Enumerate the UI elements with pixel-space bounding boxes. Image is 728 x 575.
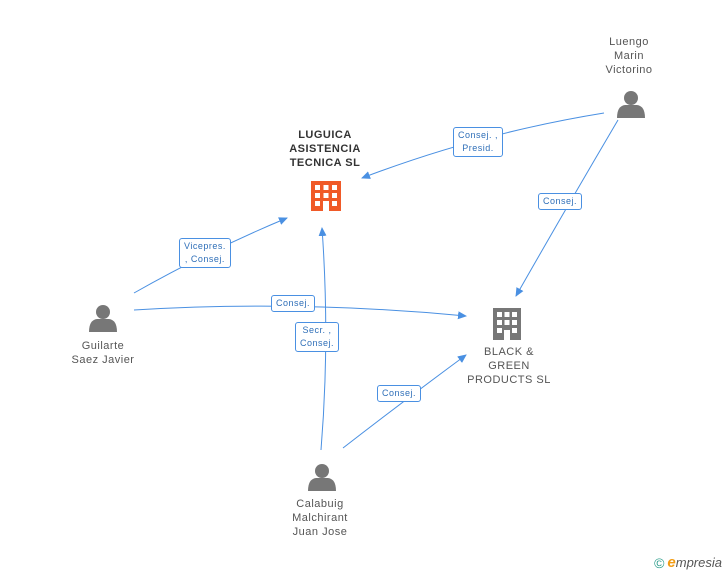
edge-label-luengo-black-green[interactable]: Consej. — [538, 193, 583, 210]
edge-label-guilarte-luguica[interactable]: Vicepres. , Consej. — [179, 238, 231, 268]
edge-label-luengo-luguica[interactable]: Consej. , Presid. — [453, 127, 504, 157]
edge-label-calabuig-luguica[interactable]: Secr. , Consej. — [295, 322, 340, 352]
person-name-luengo[interactable]: Luengo Marin Victorino — [605, 36, 653, 76]
person-name-calabuig[interactable]: Calabuig Malchirant Juan Jose — [292, 498, 348, 538]
copyright-icon: © — [654, 554, 665, 571]
brand-name: mpresia — [675, 555, 722, 570]
person-icon[interactable] — [617, 91, 645, 118]
person-icon[interactable] — [308, 464, 336, 491]
brand-logo: © empresia — [654, 554, 722, 571]
company-name-black-green[interactable]: BLACK & GREEN PRODUCTS SL — [467, 346, 551, 386]
person-name-guilarte[interactable]: Guilarte Saez Javier — [71, 340, 135, 366]
edge-label-calabuig-black-green[interactable]: Consej. — [377, 385, 422, 402]
company-name-luguica[interactable]: LUGUICA ASISTENCIA TECNICA SL — [289, 129, 361, 169]
person-icon[interactable] — [89, 305, 117, 332]
building-icon[interactable] — [311, 181, 341, 211]
edge-label-guilarte-black-green[interactable]: Consej. — [271, 295, 316, 312]
building-icon[interactable] — [493, 308, 521, 340]
brand-initial: e — [667, 554, 676, 571]
